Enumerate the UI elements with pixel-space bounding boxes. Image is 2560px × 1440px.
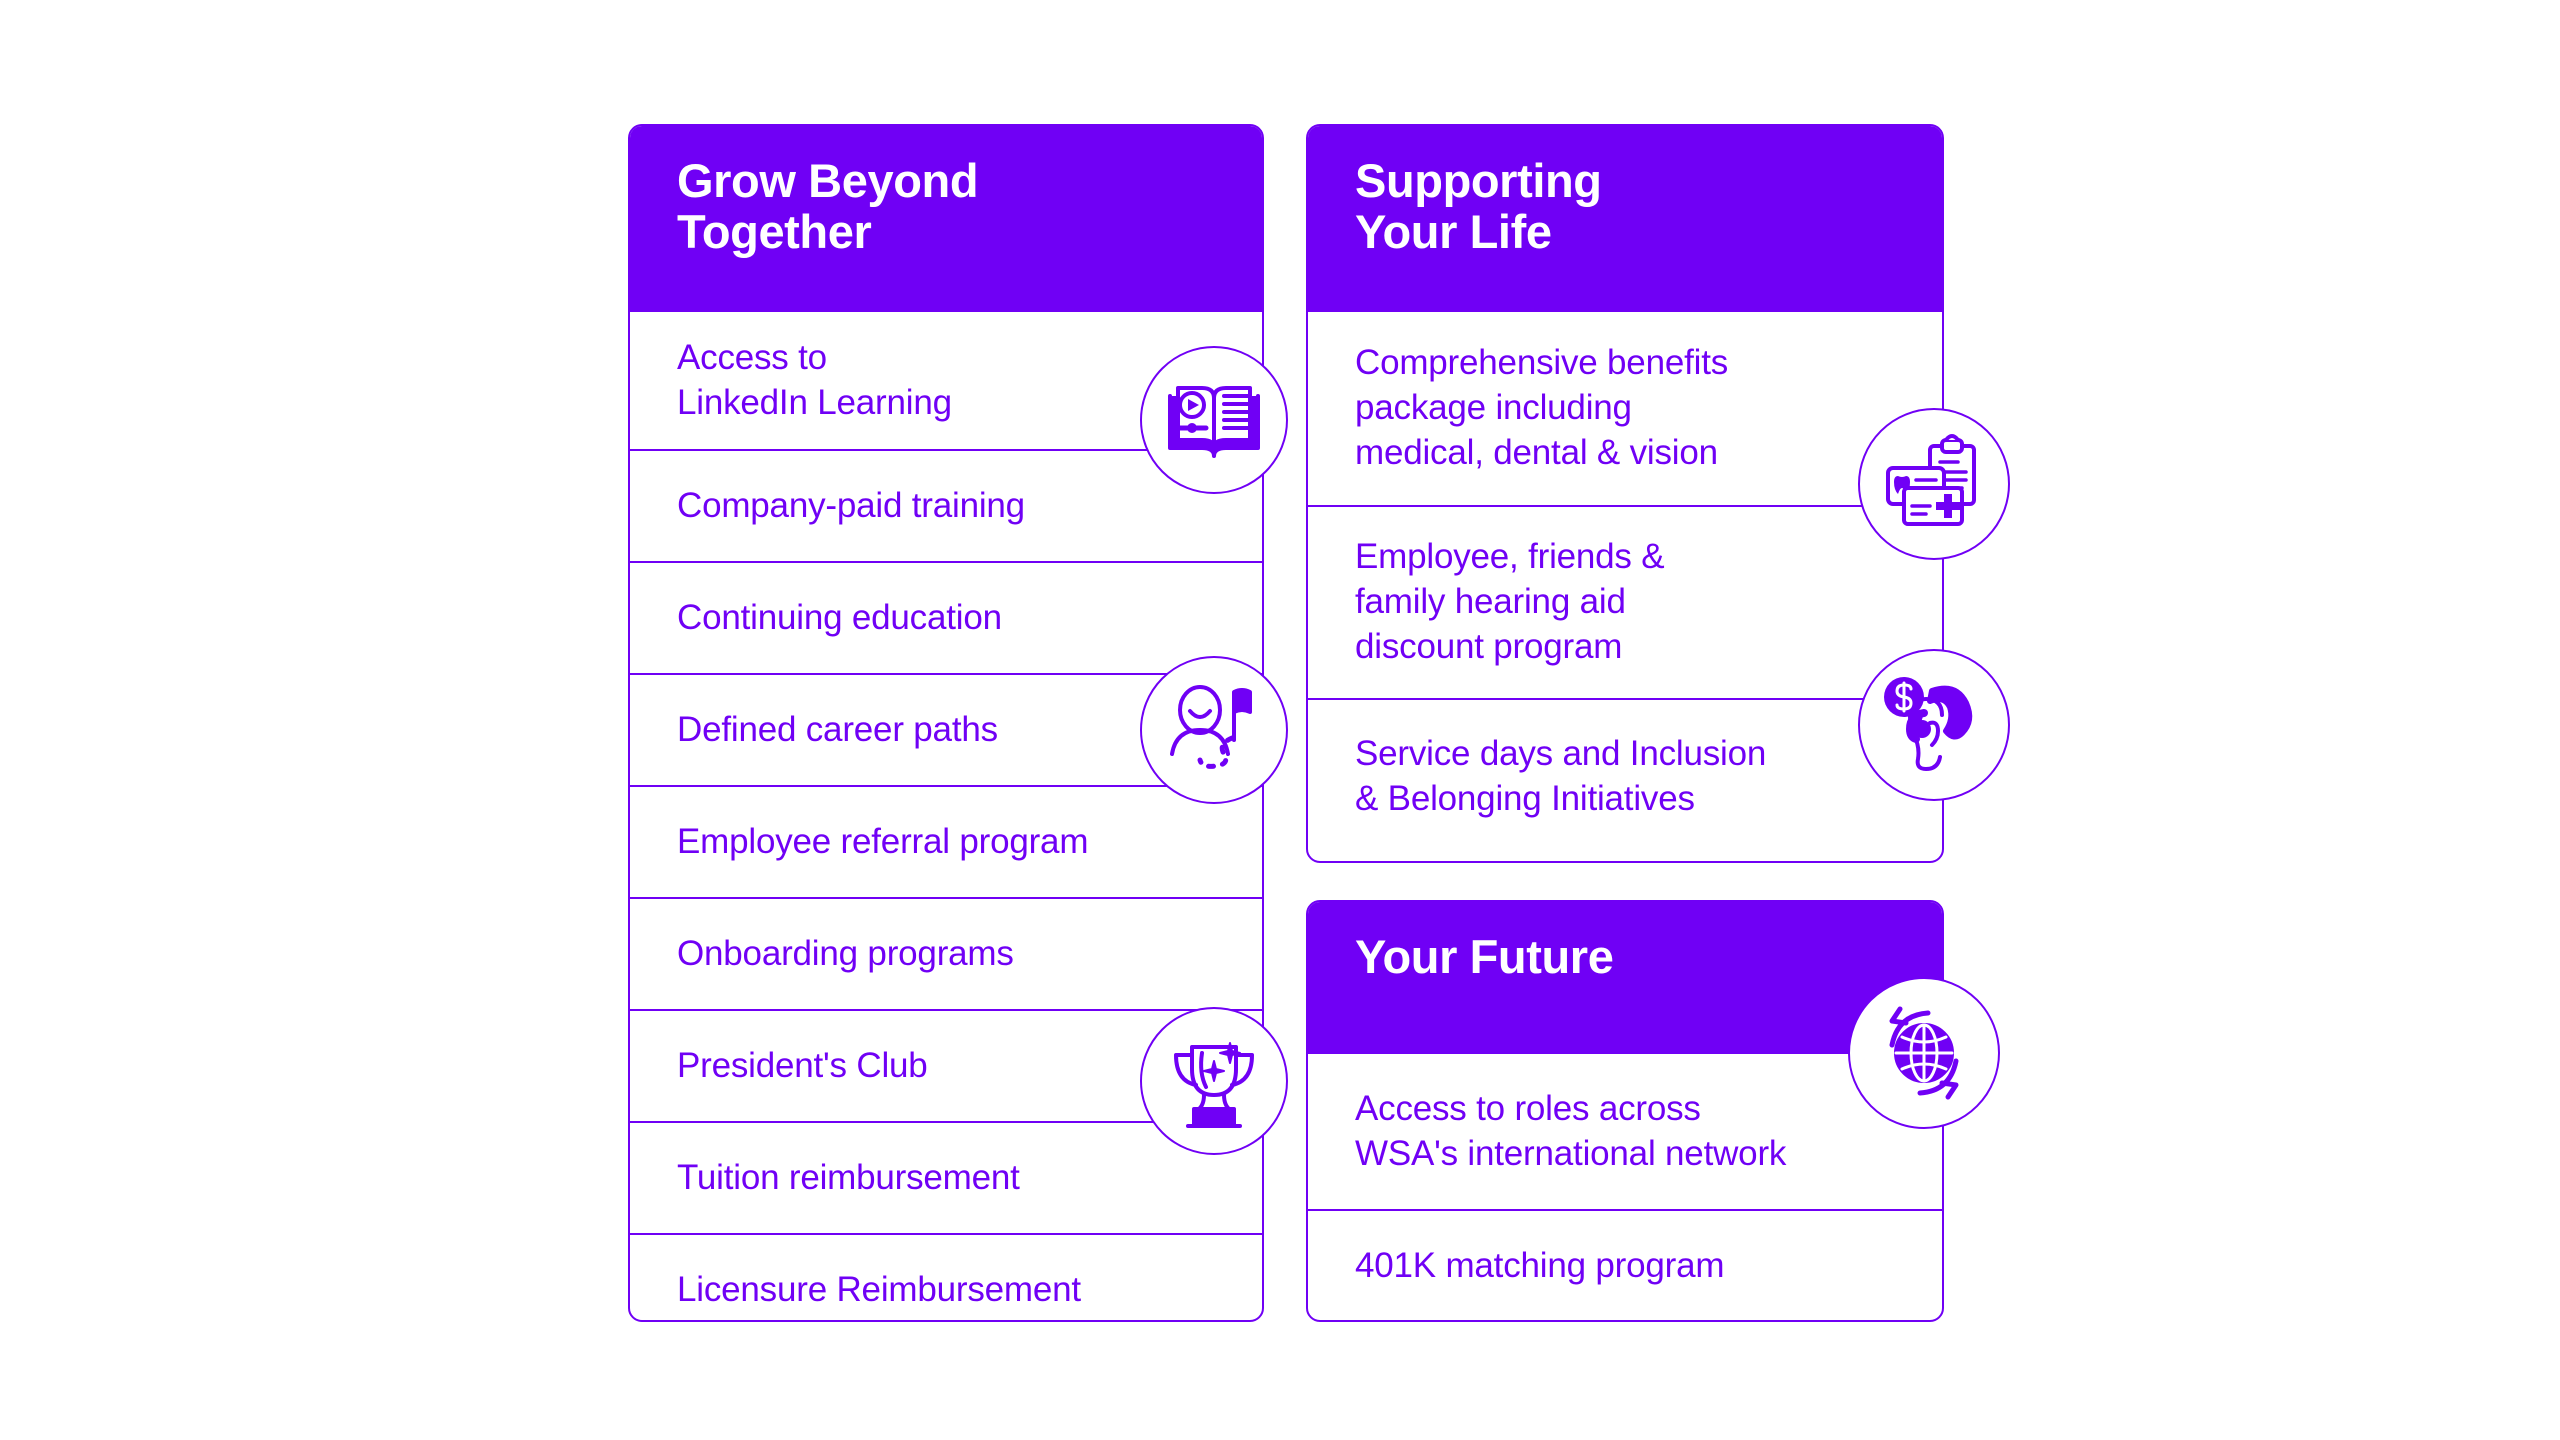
open-book-video-icon bbox=[1140, 346, 1288, 494]
list-item: Tuition reimbursement bbox=[630, 1121, 1262, 1233]
trophy-sparkle-icon bbox=[1140, 1007, 1288, 1155]
list-item: Defined career paths bbox=[630, 673, 1262, 785]
list-item-label: Continuing education bbox=[677, 597, 1002, 637]
list-item-label: Access to roles across WSA's internation… bbox=[1355, 1088, 1787, 1173]
list-item-label: President's Club bbox=[677, 1045, 928, 1085]
list-item-label: Comprehensive benefits package including… bbox=[1355, 343, 1729, 472]
list-item-label: Company-paid training bbox=[677, 485, 1025, 525]
card-grow-list: Access to LinkedIn Learning Company-paid… bbox=[630, 312, 1262, 1345]
list-item-label: Licensure Reimbursement bbox=[677, 1269, 1081, 1309]
card-supporting-your-life: Supporting Your Life Comprehensive benef… bbox=[1306, 124, 1944, 863]
card-future-title: Your Future bbox=[1308, 902, 1942, 1054]
list-item: Onboarding programs bbox=[630, 897, 1262, 1009]
list-item: Employee referral program bbox=[630, 785, 1262, 897]
card-life-title: Supporting Your Life bbox=[1308, 126, 1942, 312]
card-your-future: Your Future Access to roles across WSA's… bbox=[1306, 900, 1944, 1322]
list-item: Employee, friends & family hearing aid d… bbox=[1308, 505, 1942, 698]
list-item: Service days and Inclusion & Belonging I… bbox=[1308, 698, 1942, 853]
career-path-person-flag-icon bbox=[1140, 656, 1288, 804]
list-item: Comprehensive benefits package including… bbox=[1308, 312, 1942, 505]
list-item: 401K matching program bbox=[1308, 1209, 1942, 1321]
list-item: Continuing education bbox=[630, 561, 1262, 673]
list-item: President's Club bbox=[630, 1009, 1262, 1121]
card-future-list: Access to roles across WSA's internation… bbox=[1308, 1054, 1942, 1321]
list-item-label: Employee, friends & family hearing aid d… bbox=[1355, 537, 1665, 666]
list-item-label: Service days and Inclusion & Belonging I… bbox=[1355, 733, 1767, 818]
ear-hearing-aid-dollar-icon bbox=[1858, 649, 2010, 801]
list-item-label: Onboarding programs bbox=[677, 933, 1014, 973]
list-item-label: 401K matching program bbox=[1355, 1245, 1725, 1285]
list-item-label: Access to LinkedIn Learning bbox=[677, 337, 952, 422]
list-item: Licensure Reimbursement bbox=[630, 1233, 1262, 1345]
medical-dental-vision-cards-icon bbox=[1858, 408, 2010, 560]
list-item-label: Defined career paths bbox=[677, 709, 998, 749]
list-item: Company-paid training bbox=[630, 449, 1262, 561]
globe-refresh-icon bbox=[1848, 977, 2000, 1129]
list-item: Access to roles across WSA's internation… bbox=[1308, 1054, 1942, 1209]
card-life-list: Comprehensive benefits package including… bbox=[1308, 312, 1942, 853]
list-item: Access to LinkedIn Learning bbox=[630, 312, 1262, 449]
list-item-label: Tuition reimbursement bbox=[677, 1157, 1020, 1197]
list-item-label: Employee referral program bbox=[677, 821, 1089, 861]
card-grow-title: Grow Beyond Together bbox=[630, 126, 1262, 312]
